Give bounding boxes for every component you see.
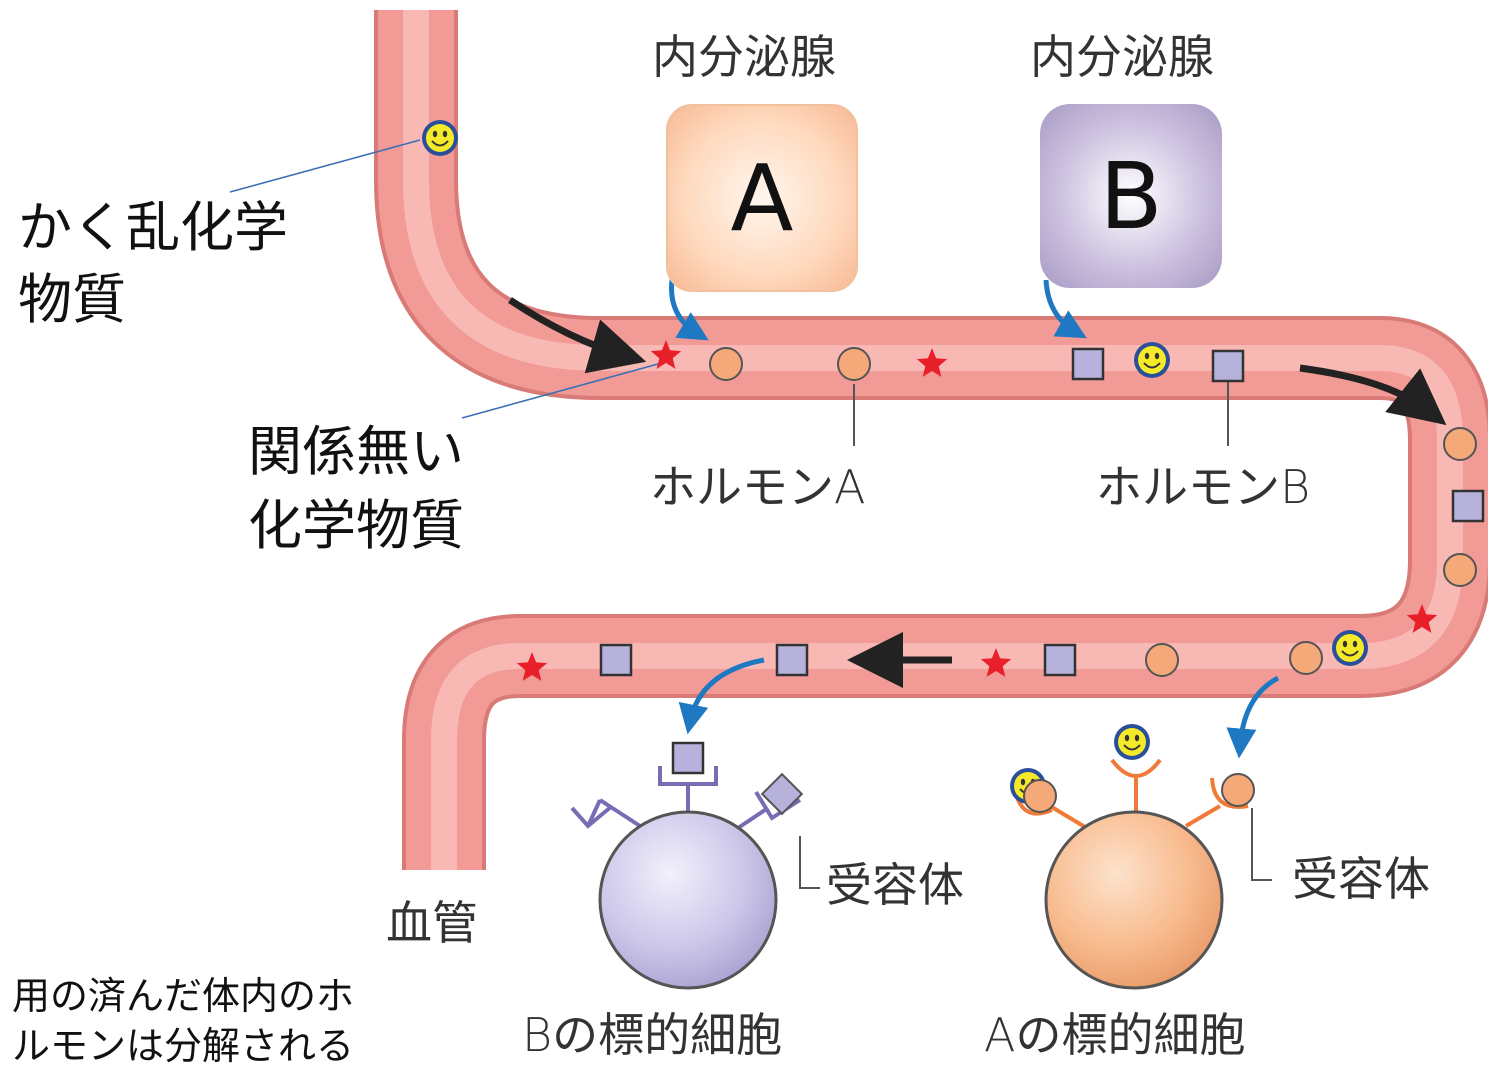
hormone-a-circle (709, 347, 743, 381)
leader-receptor-b (799, 836, 820, 889)
hormone-b-square (1451, 489, 1485, 523)
hormone-b-square (1211, 349, 1245, 383)
hormone-a-circle (1289, 641, 1323, 675)
hormone-b-square (1043, 643, 1077, 677)
hormone-a-label: ホルモンA (650, 460, 866, 514)
target-cell-b-label: Bの標的細胞 (522, 1008, 783, 1062)
hormone-a-circle (1145, 643, 1179, 677)
blood-vessel (374, 10, 1488, 870)
binding-arrow-a (1226, 675, 1280, 759)
receptor-a-label: 受容体 (1292, 852, 1430, 906)
flow-arrow (1299, 364, 1447, 426)
disruptor-label-1: かく乱化学 (18, 196, 288, 259)
vessel-label: 血管 (386, 896, 478, 950)
release-arrow-b (1043, 279, 1087, 339)
star-icon (916, 348, 948, 377)
hormone-a-circle (1443, 553, 1477, 587)
star-icon (980, 648, 1012, 677)
smiley-icon (422, 120, 458, 156)
star-icon (1406, 604, 1438, 633)
gland-a-title: 内分泌腺 (652, 30, 836, 84)
release-arrow-a (669, 279, 709, 341)
leader-disruptor (229, 139, 421, 193)
target-cell-a-label: Aの標的細胞 (984, 1008, 1246, 1062)
hormone-b-square (775, 643, 809, 677)
binding-arrow-b (678, 657, 765, 735)
hormone-a-circle (1023, 779, 1057, 813)
smiley-icon (1332, 630, 1368, 666)
hormone-a-circle (1443, 427, 1477, 461)
smiley-icon (1134, 342, 1170, 378)
gland-b-title: 内分泌腺 (1030, 30, 1214, 84)
leader-unrelated (461, 363, 659, 419)
leader-receptor-a (1251, 808, 1272, 881)
gland-b-letter: B (1099, 142, 1163, 250)
smiley-icon (1114, 724, 1150, 760)
degraded-note-1: 用の済んだ体内のホ (12, 974, 355, 1018)
hormone-b-square (599, 643, 633, 677)
hormone-b-label: ホルモンB (1096, 460, 1311, 514)
gland-a-box: A (666, 104, 858, 292)
flow-arrow (508, 297, 647, 374)
gland-a-letter: A (730, 144, 794, 252)
star-icon (650, 340, 682, 369)
star-icon (516, 652, 548, 681)
unrelated-label-2: 化学物質 (248, 494, 464, 557)
disruptor-label-2: 物質 (18, 268, 126, 331)
hormone-b-square (671, 741, 705, 775)
hormone-b-square (1071, 347, 1105, 381)
hormone-a-circle (837, 347, 871, 381)
receptor-b-label: 受容体 (826, 858, 964, 912)
gland-b-box: B (1040, 104, 1222, 288)
hormone-a-circle (1221, 773, 1255, 807)
unrelated-label-1: 関係無い (248, 420, 464, 483)
target-cell-b (570, 766, 804, 990)
vessel-particles (422, 120, 1485, 813)
degraded-note-2: ルモンは分解される (12, 1024, 355, 1068)
